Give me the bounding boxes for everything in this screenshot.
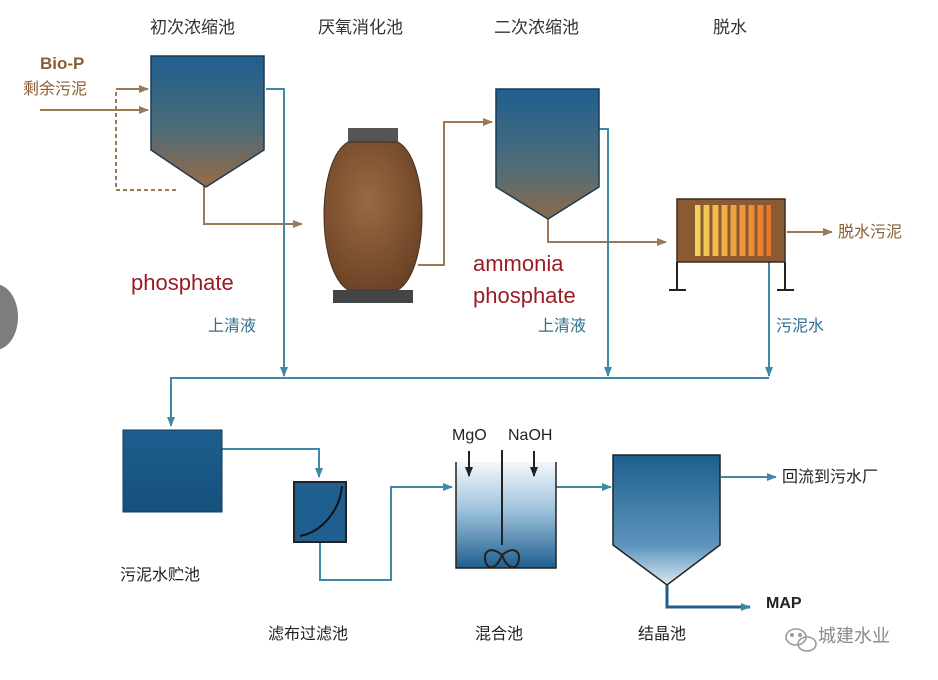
- supernatant-1-arrow: [266, 88, 288, 377]
- crystallizer-label: 结晶池: [638, 624, 687, 643]
- map-label: MAP: [766, 595, 802, 612]
- sludge-flow-lines: [40, 85, 833, 266]
- side-tab[interactable]: [0, 284, 18, 350]
- filter-press: [669, 198, 794, 291]
- mixing-tank-label: 混合池: [475, 624, 524, 643]
- anaerobic-digester: [323, 128, 423, 303]
- naoh-label: NaOH: [508, 427, 553, 444]
- filter-plates: [700, 205, 767, 256]
- digester-to-secondary-arrow: [418, 118, 493, 266]
- supernatant-label-1: 上清液: [208, 316, 257, 335]
- primary-to-digester-arrow: [203, 182, 303, 228]
- phosphate-label-1: phosphate: [131, 270, 234, 295]
- secondary-to-dewatering-arrow: [547, 215, 667, 246]
- phosphate-label-2: phosphate: [473, 283, 576, 308]
- wechat-icon: [785, 628, 817, 652]
- filter-to-mixer-arrow: [319, 483, 453, 581]
- dewatered-sludge-label: 脱水污泥: [838, 222, 903, 241]
- sludge-water-label: 污泥水: [776, 316, 825, 335]
- cloth-filter: [293, 481, 347, 543]
- cloth-filter-label: 滤布过滤池: [268, 624, 349, 643]
- watermark-text: 城建水业: [818, 626, 890, 647]
- storage-tank: [122, 429, 223, 513]
- stage-dewatering: 脱水: [713, 18, 747, 38]
- mixing-tank: [455, 450, 557, 569]
- stage-primary-thickener: 初次浓缩池: [150, 18, 235, 38]
- excess-sludge-label: 剩余污泥: [23, 79, 88, 98]
- mgo-label: MgO: [452, 427, 487, 444]
- crystallizer: [612, 454, 721, 586]
- secondary-thickener: [495, 88, 600, 220]
- storage-tank-label: 污泥水贮池: [120, 565, 201, 584]
- supernatant-2-arrow: [596, 128, 612, 377]
- bio-p-label: Bio-P: [40, 54, 85, 73]
- map-output-arrow: [665, 585, 751, 611]
- primary-thickener: [150, 55, 265, 188]
- collector-line-arrow: [167, 377, 769, 427]
- stage-anaerobic-digester: 厌氧消化池: [318, 18, 403, 38]
- liquid-flow-lines: [167, 88, 777, 581]
- return-to-plant-label: 回流到污水厂: [782, 467, 879, 486]
- stage-secondary-thickener: 二次浓缩池: [494, 18, 579, 38]
- storage-to-filter-arrow: [222, 448, 323, 478]
- ammonia-label: ammonia: [473, 251, 564, 276]
- agitator-blades: [484, 549, 520, 569]
- supernatant-label-2: 上清液: [538, 316, 587, 335]
